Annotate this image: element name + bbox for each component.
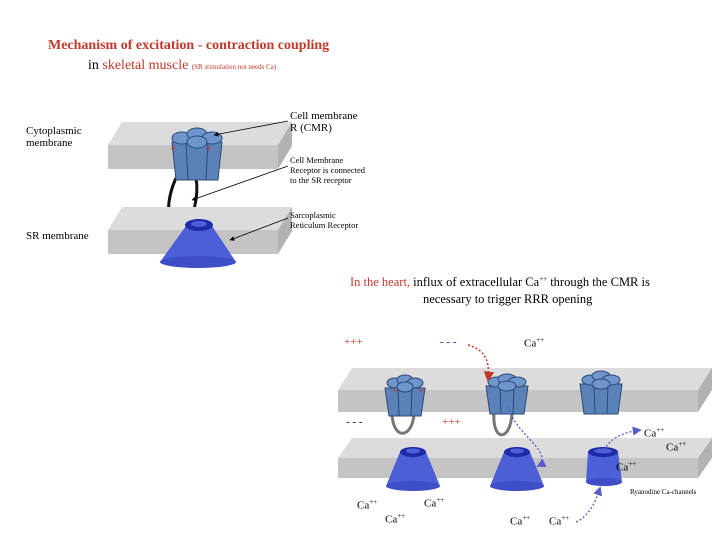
ca-label-released: Ca++ [616,460,636,474]
heart-plus-top: +++ [344,336,363,348]
ca-label-bottom-4: Ca++ [510,514,530,528]
cytoplasmic-label-line2: membrane [26,137,82,149]
ca-label-top: Ca++ [524,336,544,350]
heart-minus-top: - - - [440,336,457,348]
cmr-charge-right: + [205,141,212,156]
heart-caption-rest: influx of extracellular Ca [410,275,539,289]
heart-caption-line2: necessary to trigger RRR opening [423,292,592,307]
sr-receptor-label: Sarcoplasmic Reticulum Receptor [290,210,358,230]
sr-receptor-label-line2: Reticulum Receptor [290,220,358,230]
heart-caption-red: In the heart, [350,275,410,289]
heart-caption-sup: ++ [539,275,547,283]
heart-cmr-channel-2 [486,374,528,414]
heart-channel-charge-1: + [392,385,398,397]
cell-membrane-receptor [172,128,222,180]
sr-receptor-label-line1: Sarcoplasmic [290,210,358,220]
cytoplasmic-label-line1: Cytoplasmic [26,125,82,137]
blue-ca-arrow-bottom [576,488,600,522]
sr-membrane-label: SR membrane [26,230,89,242]
connection-note-line1: Cell Membrane [290,155,365,165]
heart-cmr-channel-3 [580,371,622,414]
ryanodine-label: Ryanodine Ca-channels [630,488,696,496]
connection-note-line3: to the SR receptor [290,175,365,185]
ca-label-bottom-1: Ca++ [357,498,377,512]
heart-caption-line1: In the heart, influx of extracellular Ca… [350,275,650,290]
connection-note: Cell Membrane Receptor is connected to t… [290,155,365,185]
ca-label-bottom-5: Ca++ [549,514,569,528]
ca-label-right-1: Ca++ [644,426,664,440]
heart-caption-tail: through the CMR is [547,275,650,289]
cmr-charge-left: + [170,141,177,156]
cell-membrane-label-line2: R (CMR) [290,122,358,134]
heart-plus-bottom: +++ [442,416,461,428]
cell-membrane-label-line1: Cell membrane [290,110,358,122]
ca-label-bottom-3: Ca++ [385,512,405,526]
ca-label-bottom-2: Ca++ [424,496,444,510]
connection-note-line2: Receptor is connected [290,165,365,175]
heart-channel-charge-2: + [418,385,424,397]
cytoplasmic-membrane-label: Cytoplasmic membrane [26,125,82,149]
heart-minus-bottom: - - - [346,416,363,428]
ca-label-right-2: Ca++ [666,440,686,454]
cell-membrane-label: Cell membrane R (CMR) [290,110,358,134]
